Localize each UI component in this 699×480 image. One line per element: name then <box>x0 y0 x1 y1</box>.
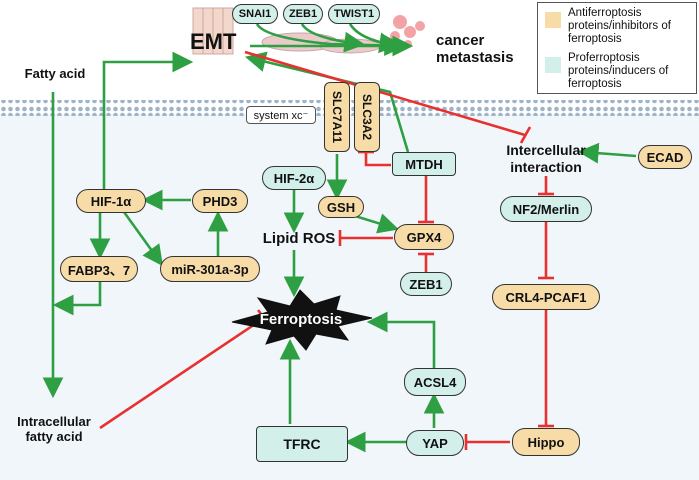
mir301-node: miR-301a-3p <box>160 256 260 282</box>
gsh-node: GSH <box>318 196 364 218</box>
gpx4-node: GPX4 <box>394 224 454 250</box>
ferroptosis-burst-icon <box>231 289 373 351</box>
nf2-merlin-node: NF2/Merlin <box>500 196 592 222</box>
cancer-metastasis-label: cancer metastasis <box>436 32 514 66</box>
fabp-node: FABP3、7 <box>60 256 138 282</box>
hif1a-node: HIF-1α <box>76 189 146 213</box>
intracellular-fatty-acid-label: Intracellular fatty acid <box>17 414 91 444</box>
yap-node: YAP <box>406 430 464 456</box>
ferroptosis-label: Ferroptosis <box>259 311 343 328</box>
intercellular-interaction-label: Intercellular interaction <box>506 142 586 175</box>
legend-anti-swatch <box>545 12 561 28</box>
activation-arrows <box>42 23 637 453</box>
system-xc-node: system xc⁻ <box>246 106 316 124</box>
mtdh-node: MTDH <box>392 152 456 176</box>
lipid-ros-label: Lipid ROS <box>262 230 336 247</box>
legend: Antiferroptosis proteins/inhibitors of f… <box>537 2 697 94</box>
acsl4-node: ACSL4 <box>404 368 466 396</box>
slc3a2-node: SLC3A2 <box>354 82 380 152</box>
emt-label: EMT <box>190 29 237 54</box>
zeb1-bottom-node: ZEB1 <box>400 272 452 296</box>
metastasis-cells-icon <box>390 15 425 48</box>
fatty-acid-label: Fatty acid <box>24 66 86 81</box>
twist1-node: TWIST1 <box>328 4 380 24</box>
legend-pro-text: Proferroptosis proteins/inducers of ferr… <box>568 52 669 90</box>
legend-anti-text: Antiferroptosis proteins/inhibitors of f… <box>568 7 671 45</box>
legend-pro-swatch <box>545 57 561 73</box>
ecad-node: ECAD <box>638 145 692 169</box>
snai1-node: SNAI1 <box>232 4 278 24</box>
hif2a-node: HIF-2α <box>262 166 326 190</box>
hippo-node: Hippo <box>512 428 580 456</box>
zeb1-top-node: ZEB1 <box>283 4 323 24</box>
phd3-node: PHD3 <box>192 189 248 213</box>
crl4-pcaf1-node: CRL4-PCAF1 <box>492 284 600 310</box>
tfrc-node: TFRC <box>256 426 348 462</box>
slc7a11-node: SLC7A11 <box>324 82 350 152</box>
